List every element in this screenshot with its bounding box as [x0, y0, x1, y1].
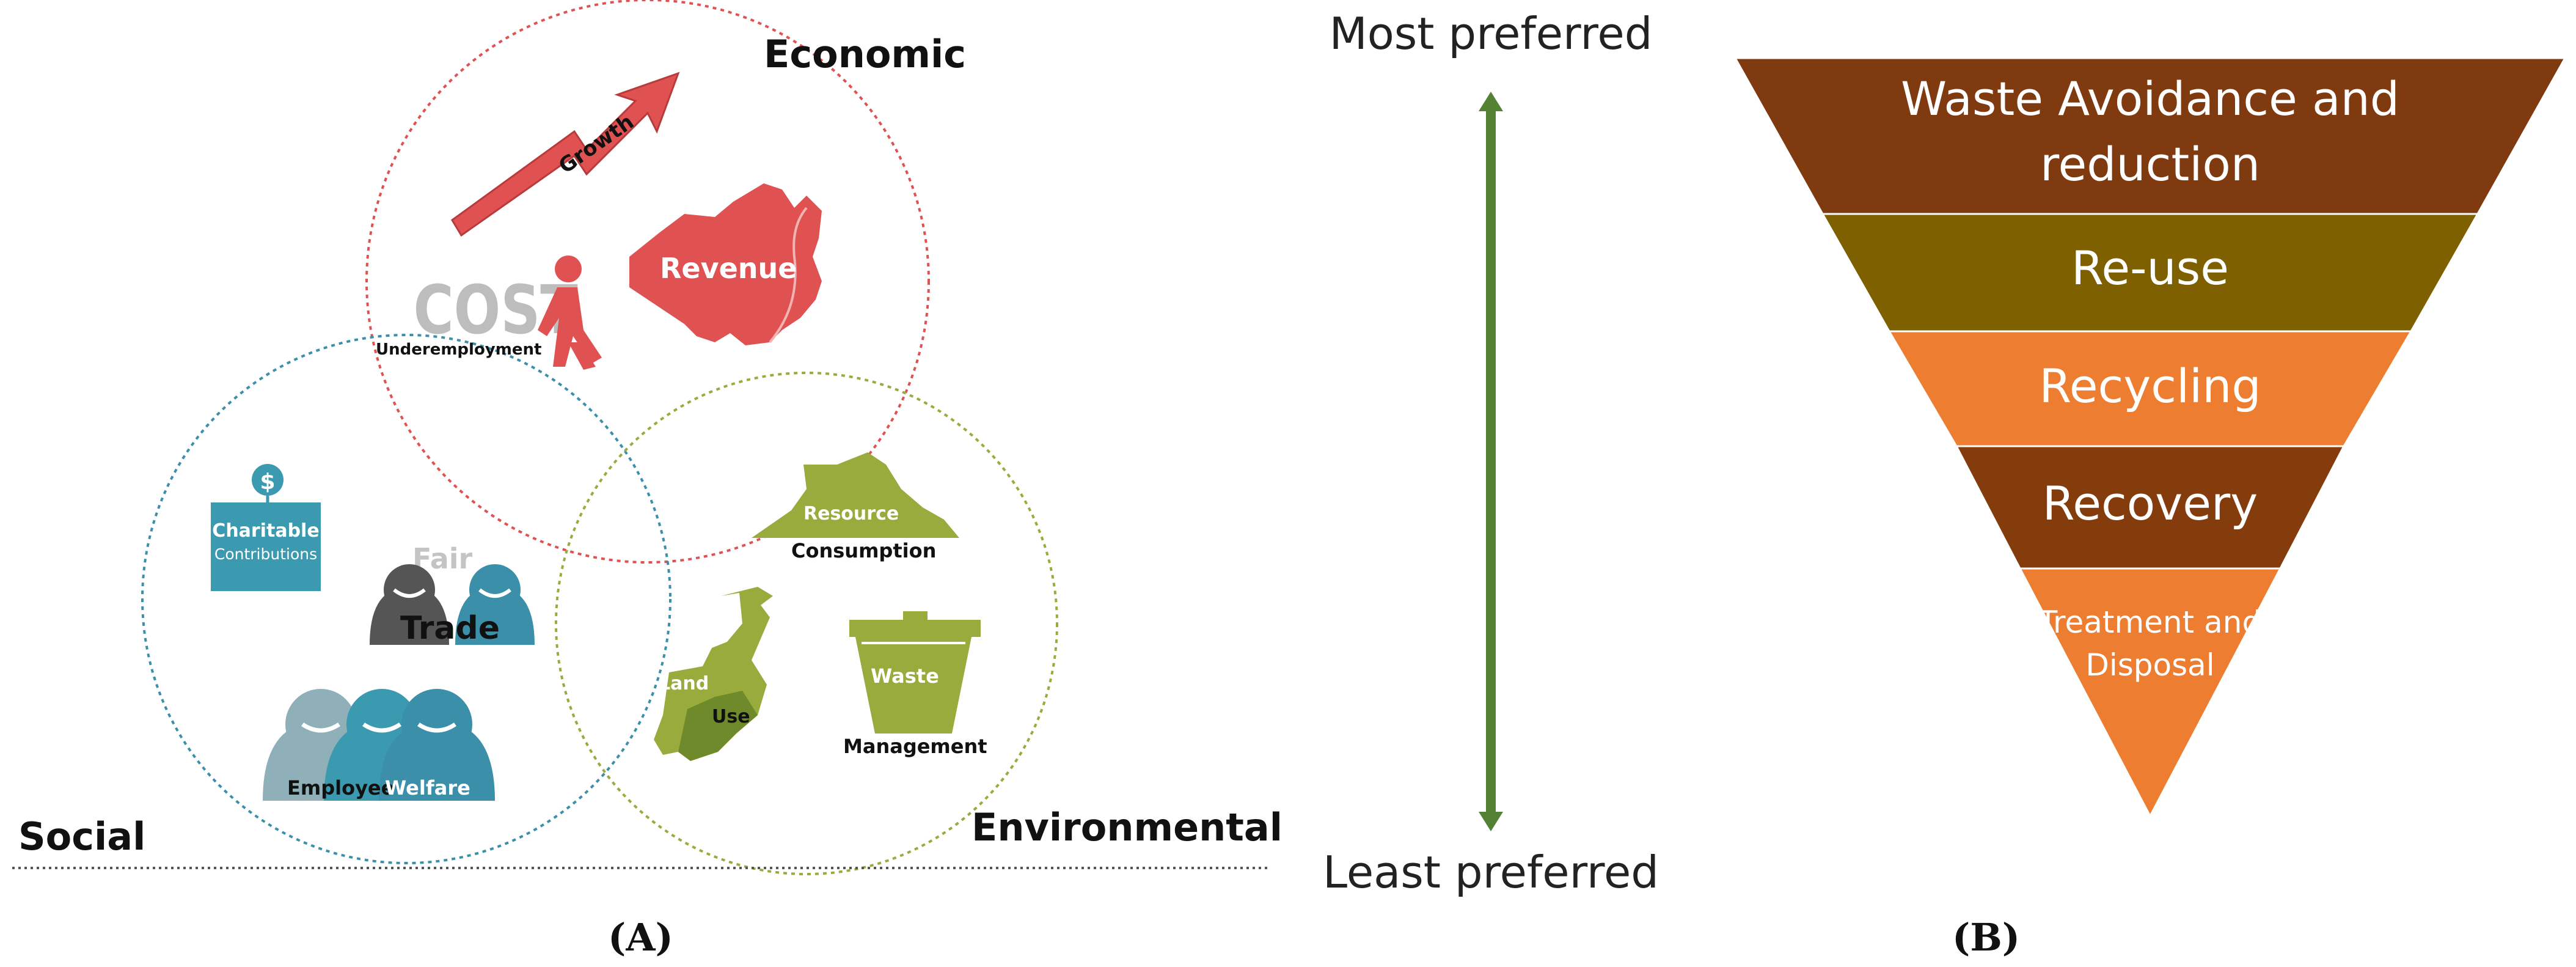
- underemployment-label: Underemployment: [376, 340, 541, 359]
- preference-double-arrow-icon: [1479, 92, 1503, 831]
- environmental-label: Environmental: [971, 805, 1283, 850]
- welfare-label: Welfare: [385, 776, 470, 800]
- revenue-map-icon: [629, 183, 822, 345]
- use-label: Use: [712, 706, 750, 727]
- employee-label: Employee: [287, 776, 394, 800]
- economic-circle: [365, 0, 930, 564]
- environmental-circle: [555, 372, 1058, 875]
- trade-label: Trade: [400, 610, 500, 647]
- svg-text:$: $: [260, 469, 275, 495]
- waste-hierarchy-pyramid: Waste Avoidance and reduction Re-use Rec…: [1733, 57, 2567, 818]
- waste-label: Waste: [871, 664, 939, 688]
- charitable-contributions-icon: $: [211, 464, 321, 591]
- level-5-line1: Treatment and: [2038, 605, 2261, 640]
- charitable-label: Charitable: [212, 520, 319, 542]
- panel-b-caption: (B): [1952, 915, 2020, 960]
- waste-hierarchy-panel: Most preferred Least preferred Waste Avo…: [1323, 8, 2567, 960]
- resource-mountain-icon: [752, 452, 959, 538]
- level-4-label: Recovery: [2043, 476, 2258, 531]
- management-label: Management: [843, 735, 987, 758]
- waste-bin-icon: [849, 611, 981, 734]
- consumption-label: Consumption: [791, 539, 936, 562]
- level-treatment-disposal: [2018, 567, 2282, 818]
- resource-label: Resource: [803, 503, 899, 524]
- level-2-label: Re-use: [2071, 241, 2229, 295]
- social-circle: [141, 334, 671, 864]
- land-label: Land: [659, 673, 709, 694]
- growth-arrow-icon: [451, 72, 680, 237]
- level-1-line1: Waste Avoidance and: [1901, 72, 2399, 126]
- employee-welfare-people-icon: [263, 689, 495, 801]
- walking-person-icon: [538, 256, 602, 370]
- level-3-label: Recycling: [2039, 359, 2261, 413]
- contributions-label: Contributions: [214, 545, 317, 563]
- sustainability-venn-diagram: Economic Social Environmental Growth COS…: [12, 0, 1283, 960]
- most-preferred-label: Most preferred: [1330, 8, 1653, 59]
- least-preferred-label: Least preferred: [1323, 847, 1659, 898]
- social-label: Social: [18, 814, 145, 859]
- panel-a-caption: (A): [608, 915, 673, 960]
- economic-label: Economic: [764, 32, 966, 76]
- fair-trade-people-icon: [370, 564, 535, 645]
- level-5-line2: Disposal: [2085, 647, 2214, 683]
- level-1-line2: reduction: [2040, 137, 2260, 191]
- land-use-map-icon: [654, 587, 773, 761]
- revenue-label: Revenue: [660, 252, 797, 285]
